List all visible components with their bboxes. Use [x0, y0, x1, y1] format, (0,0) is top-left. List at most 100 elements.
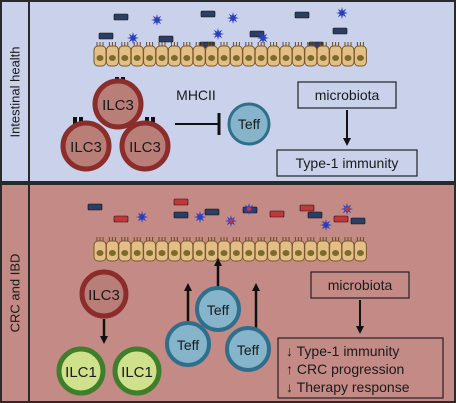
microbiota-label: microbiota — [328, 277, 393, 293]
epithelial-cell-icon — [105, 237, 119, 262]
epithelial-cell-icon — [341, 237, 355, 262]
epithelial-cell-icon — [105, 42, 119, 67]
epithelial-cell-icon — [229, 237, 243, 262]
epithelial-cell-icon — [291, 237, 305, 262]
star-microbe-icon — [151, 14, 163, 26]
rod-bacterium-icon — [332, 27, 348, 35]
teff-cell: Teff — [165, 321, 211, 367]
teff-label: Teff — [237, 342, 259, 358]
star-microbe-icon — [227, 12, 239, 24]
epithelial-cell-icon — [329, 237, 343, 262]
rod-bacterium-icon — [269, 210, 285, 218]
epithelial-cell-icon — [205, 237, 219, 262]
epithelial-cell-icon — [167, 237, 181, 262]
outcome-type1-immunity: ↓ Type-1 immunity — [286, 343, 399, 359]
ilc1-label: ILC1 — [65, 364, 97, 381]
type1-immunity-label: Type-1 immunity — [296, 155, 399, 171]
microbiota-box: microbiota — [297, 81, 397, 109]
epithelial-cell-icon — [242, 42, 256, 67]
epithelial-cell-icon — [130, 42, 144, 67]
ilc3-label: ILC3 — [88, 287, 120, 304]
epithelium-top — [93, 42, 367, 67]
rod-bacterium-icon — [173, 198, 189, 206]
star-microbe-icon — [320, 219, 332, 231]
rod-bacterium-icon — [98, 32, 114, 40]
epithelial-cell-icon — [217, 237, 231, 262]
epithelial-cell-icon — [242, 237, 256, 262]
panel-label-box: CRC and IBD — [2, 185, 30, 401]
star-microbe-icon — [336, 7, 348, 19]
star-microbe-icon — [243, 203, 255, 215]
rod-bacterium-icon — [113, 215, 129, 223]
rod-bacterium-icon — [294, 11, 310, 19]
panel-label-box: Intestinal health — [2, 2, 30, 181]
epithelial-cell-icon — [329, 42, 343, 67]
epithelial-cell-icon — [267, 237, 281, 262]
epithelial-cell-icon — [217, 42, 231, 67]
epithelial-cell-icon — [304, 237, 318, 262]
star-microbe-icon — [257, 32, 269, 44]
epithelial-cell-icon — [192, 237, 206, 262]
rod-bacterium-icon — [200, 10, 216, 18]
ilc3-cell: ILC3 — [92, 78, 144, 130]
ilc3-label: ILC3 — [129, 139, 161, 156]
rod-bacterium-icon — [333, 215, 349, 223]
star-microbe-icon — [136, 211, 148, 223]
ilc1-label: ILC1 — [121, 364, 153, 381]
epithelial-cell-icon — [316, 237, 330, 262]
epithelial-cell-icon — [130, 237, 144, 262]
epithelial-cell-icon — [341, 42, 355, 67]
epithelial-cell-icon — [353, 237, 367, 262]
epithelium-bottom — [93, 237, 367, 262]
microbiota-bottom — [87, 198, 366, 231]
epithelial-cell-icon — [279, 42, 293, 67]
teff-cell: Teff — [227, 102, 271, 146]
teff-label: Teff — [238, 116, 260, 132]
rod-bacterium-icon — [307, 211, 323, 219]
inhibition-arrow-icon — [175, 113, 221, 135]
ilc3-cell: ILC3 — [60, 120, 112, 172]
epithelial-cell-icon — [353, 42, 367, 67]
epithelial-cell-icon — [167, 42, 181, 67]
epithelial-cell-icon — [267, 42, 281, 67]
teff-label: Teff — [177, 337, 199, 353]
epithelial-cell-icon — [279, 237, 293, 262]
ilc3-cell: ILC3 — [119, 120, 171, 172]
rod-bacterium-icon — [299, 204, 315, 212]
epithelial-cell-icon — [143, 42, 157, 67]
epithelial-cell-icon — [180, 42, 194, 67]
star-microbe-icon — [212, 28, 224, 40]
teff-cell: Teff — [195, 286, 241, 332]
epithelial-cell-icon — [254, 42, 268, 67]
ilc3-cell: ILC3 — [79, 269, 129, 319]
rod-bacterium-icon — [158, 35, 174, 43]
epithelial-cell-icon — [229, 42, 243, 67]
epithelial-cell-icon — [291, 42, 305, 67]
rod-bacterium-icon — [113, 13, 129, 21]
teff-label: Teff — [207, 302, 229, 318]
epithelial-cell-icon — [155, 237, 169, 262]
type1-immunity-box: Type-1 immunity — [276, 149, 418, 177]
ilc3-label: ILC3 — [70, 139, 102, 156]
outcome-crc-progression: ↑ CRC progression — [286, 361, 404, 377]
ilc3-label: ILC3 — [102, 97, 134, 114]
ilc1-cell: ILC1 — [56, 346, 106, 396]
epithelial-cell-icon — [93, 42, 107, 67]
epithelial-cell-icon — [143, 237, 157, 262]
microbiota-top — [98, 7, 348, 49]
rod-bacterium-icon — [87, 203, 103, 211]
ilc3-cluster: ILC3 ILC3 ILC3 — [60, 77, 171, 172]
star-microbe-icon — [341, 203, 353, 215]
teff-cell: Teff — [225, 326, 271, 372]
epithelial-cell-icon — [93, 237, 107, 262]
outcome-therapy-response: ↓ Therapy response — [286, 379, 410, 395]
rod-bacterium-icon — [350, 217, 366, 225]
mhcii-label: MHCII — [176, 87, 216, 103]
epithelial-cell-icon — [118, 237, 132, 262]
microbiota-label: microbiota — [315, 87, 380, 103]
epithelial-cell-icon — [118, 42, 132, 67]
star-microbe-icon — [194, 211, 206, 223]
epithelial-cell-icon — [254, 237, 268, 262]
